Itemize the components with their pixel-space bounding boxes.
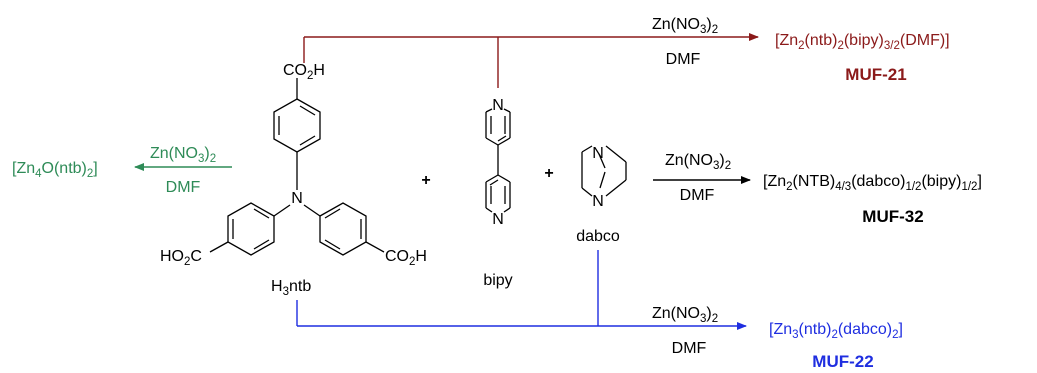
dabco-structure bbox=[581, 145, 627, 197]
plus-sign-2: + bbox=[544, 165, 553, 182]
muf21-name: MUF-21 bbox=[845, 65, 906, 84]
muf22-route-lines bbox=[296, 250, 747, 330]
muf22-product-formula: [Zn3(ntb)2(dabco)2] bbox=[769, 321, 903, 341]
dabco-label: dabco bbox=[576, 228, 620, 245]
bipy-n-atom-top: N bbox=[492, 97, 504, 114]
muf32-product-formula: [Zn2(NTB)4/3(dabco)1/2(bipy)1/2] bbox=[763, 173, 982, 193]
green-product-formula: [Zn4O(ntb)2] bbox=[12, 160, 98, 180]
muf32-solvent: DMF bbox=[680, 187, 715, 204]
muf22-name: MUF-22 bbox=[812, 352, 873, 371]
muf21-route-lines bbox=[303, 33, 759, 88]
bipy-structure bbox=[485, 108, 511, 213]
h3ntb-left-group: HO2C bbox=[160, 248, 202, 268]
h3ntb-label: H3ntb bbox=[271, 278, 311, 298]
h3ntb-n-atom: N bbox=[291, 190, 303, 207]
green-solvent: DMF bbox=[166, 179, 201, 196]
h3ntb-right-group: CO2H bbox=[385, 248, 427, 268]
muf32-reagent: Zn(NO3)2 bbox=[665, 152, 731, 172]
muf21-product-formula: [Zn2(ntb)2(bipy)3/2(DMF)] bbox=[775, 32, 950, 52]
plus-sign-1: + bbox=[421, 172, 430, 189]
muf21-solvent: DMF bbox=[666, 51, 701, 68]
dabco-n-atom-top: N bbox=[592, 145, 604, 162]
bipy-label: bipy bbox=[483, 272, 512, 289]
green-reagent: Zn(NO3)2 bbox=[150, 145, 216, 165]
muf21-reagent: Zn(NO3)2 bbox=[652, 16, 718, 36]
bipy-n-atom-bottom: N bbox=[492, 211, 504, 228]
h3ntb-top-group: CO2H bbox=[283, 62, 325, 82]
dabco-n-atom-bottom: N bbox=[592, 193, 604, 210]
muf22-solvent: DMF bbox=[672, 340, 707, 357]
muf22-reagent: Zn(NO3)2 bbox=[652, 305, 718, 325]
muf32-name: MUF-32 bbox=[862, 207, 923, 226]
h3ntb-structure bbox=[209, 78, 385, 256]
